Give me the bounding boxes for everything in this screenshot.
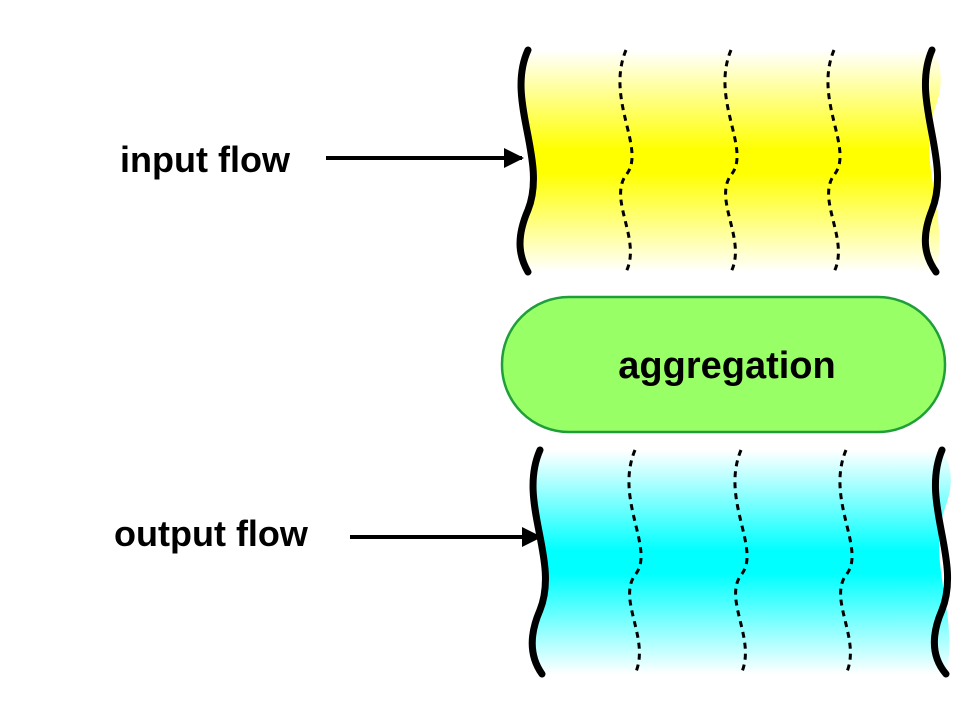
input-flow-band [516, 46, 942, 276]
output-flow-callout: output flow [114, 513, 542, 554]
input-flow-callout: input flow [120, 139, 524, 180]
input-flow-label: input flow [120, 139, 291, 180]
input-band-left-edge [516, 46, 537, 276]
input-band-fill [520, 50, 941, 272]
aggregation-label: aggregation [618, 345, 835, 387]
output-band-fill [532, 450, 951, 674]
output-flow-label: output flow [114, 513, 309, 554]
output-band-left-edge [528, 446, 549, 678]
output-band-right-edge [930, 446, 952, 678]
aggregation-process: aggregation [500, 295, 947, 434]
input-band-right-edge [921, 46, 942, 276]
output-flow-band [528, 446, 952, 678]
aggregation-box [500, 295, 947, 434]
